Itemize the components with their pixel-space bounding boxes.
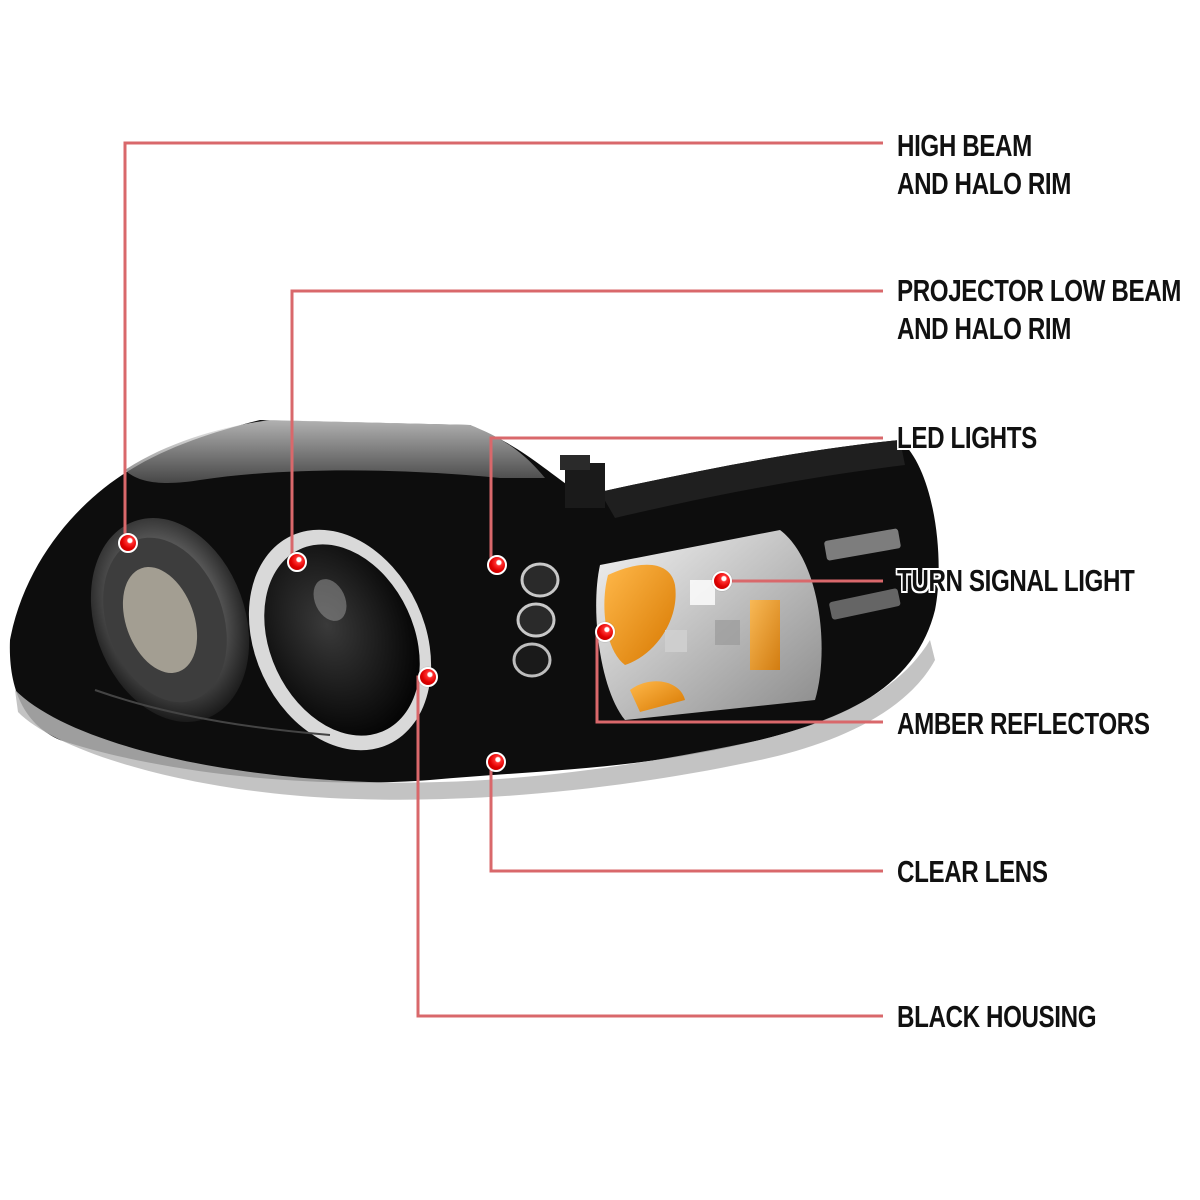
label-turn-signal-text: TURN SIGNAL LIGHT [897,563,1135,598]
callout-dot-led [487,555,507,575]
label-amber-reflectors: AMBER REFLECTORS [897,705,1150,743]
label-high-beam: HIGH BEAM AND HALO RIM [897,127,1071,203]
label-clear-lens-text: CLEAR LENS [897,854,1048,889]
label-clear-lens: CLEAR LENS [897,853,1048,891]
callout-dot-projector [287,552,307,572]
callout-dot-amber [595,622,615,642]
label-high-beam-line1: HIGH BEAM [897,128,1032,163]
callout-dot-high-beam [118,533,138,553]
label-turn-signal-light: TURN SIGNAL LIGHT [897,562,1135,600]
label-high-beam-line2: AND HALO RIM [897,166,1071,201]
label-amber-reflectors-text: AMBER REFLECTORS [897,706,1150,741]
label-led-lights: LED LIGHTS [897,419,1037,457]
label-black-housing-text: BLACK HOUSING [897,999,1097,1034]
label-projector-line2: AND HALO RIM [897,311,1071,346]
label-projector-line1: PROJECTOR LOW BEAM [897,273,1182,308]
label-led-lights-text: LED LIGHTS [897,420,1037,455]
label-projector-low-beam: PROJECTOR LOW BEAM AND HALO RIM [897,272,1181,348]
label-black-housing: BLACK HOUSING [897,998,1097,1036]
callout-dot-black-housing [418,667,438,687]
callout-dot-clear-lens [486,752,506,772]
callout-dot-turn-signal [712,571,732,591]
